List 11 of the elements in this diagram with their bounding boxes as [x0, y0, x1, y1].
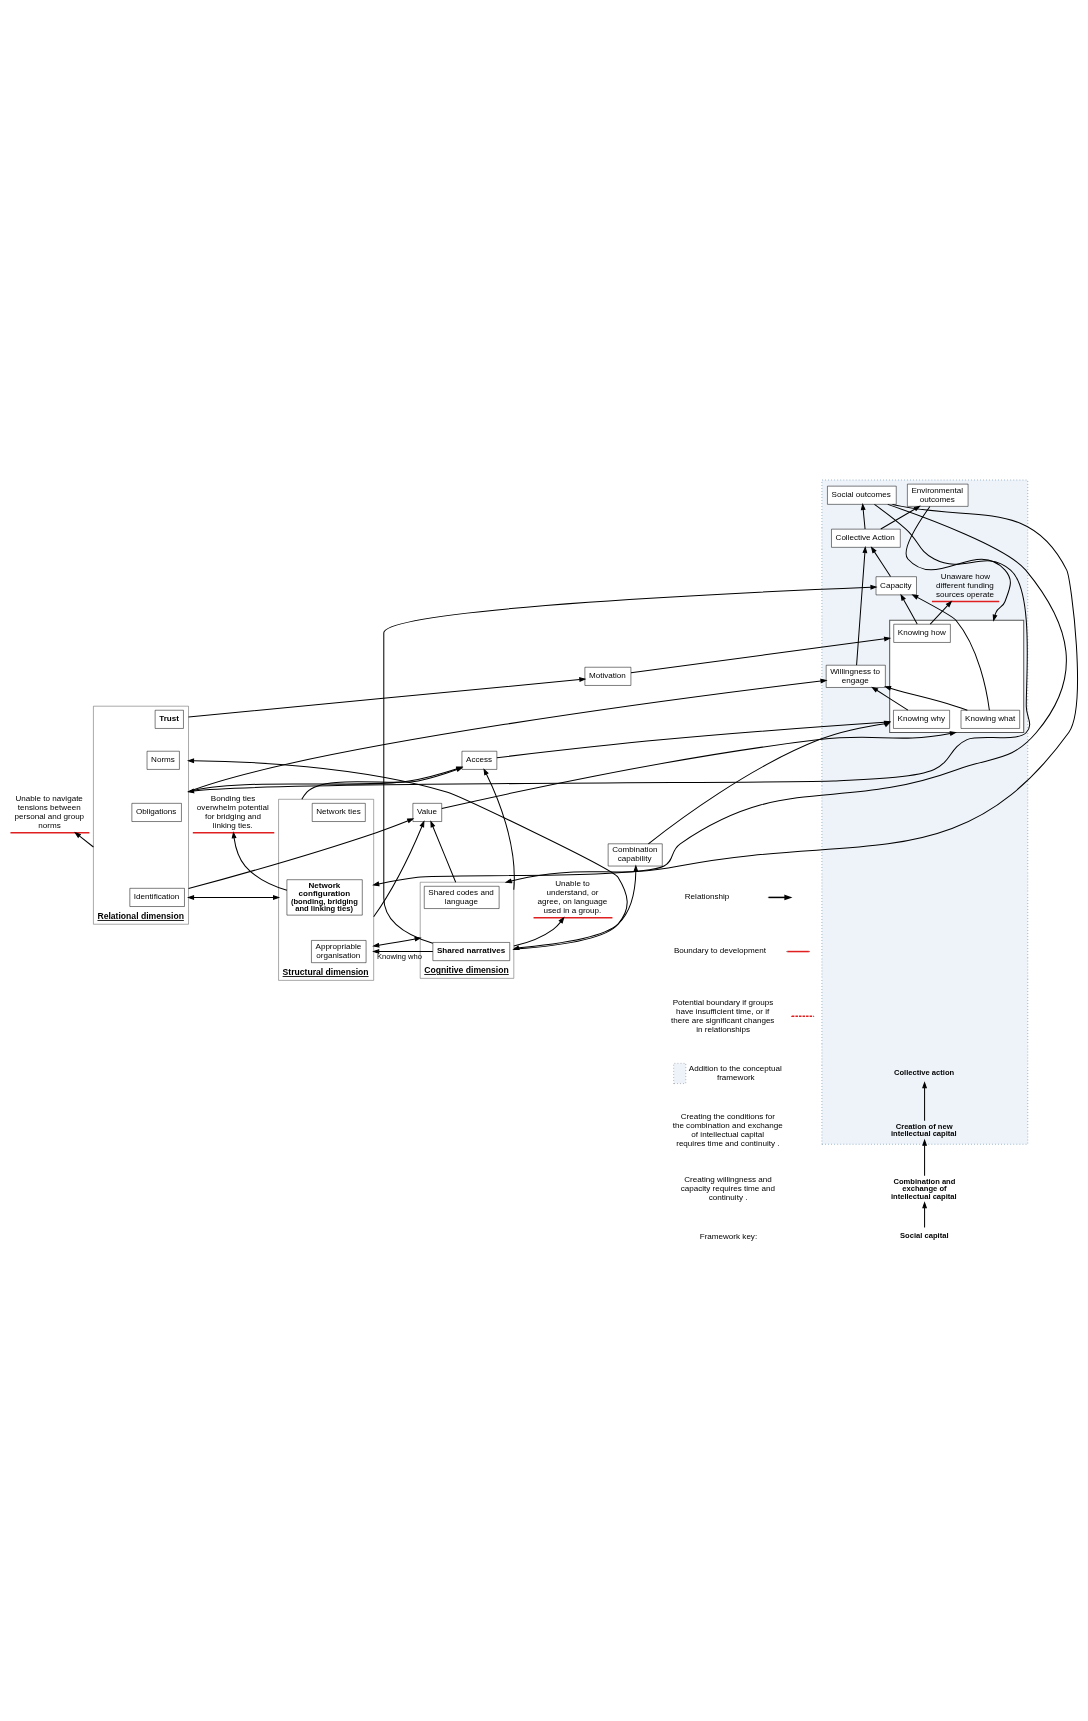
- node-text: Unaware how different funding sources operate: [935, 571, 994, 599]
- node-text: Bonding ties overwhelm potential for bridging and linking ties.: [196, 793, 269, 830]
- label: Creating willingness and capacity requires time and continuity .: [680, 1174, 776, 1202]
- label: Framework key:: [699, 1231, 758, 1241]
- legend-label: Potential boundary if groups have insufficient time, or if there are significant changes in relationships: [671, 997, 775, 1034]
- label: Creating the conditions for the combination and exchange of intellectual capital requires time and continuity .: [672, 1111, 783, 1148]
- node-text: Unable to navigate tensions between personal and group norms: [14, 793, 85, 830]
- legend-label: Boundary to development: [673, 945, 766, 955]
- legend-label: Addition to the conceptual framework: [688, 1063, 782, 1082]
- legend-label: Relationship: [684, 891, 730, 901]
- node-text: Unable to understand, or agree, on language used in a group.: [537, 878, 608, 915]
